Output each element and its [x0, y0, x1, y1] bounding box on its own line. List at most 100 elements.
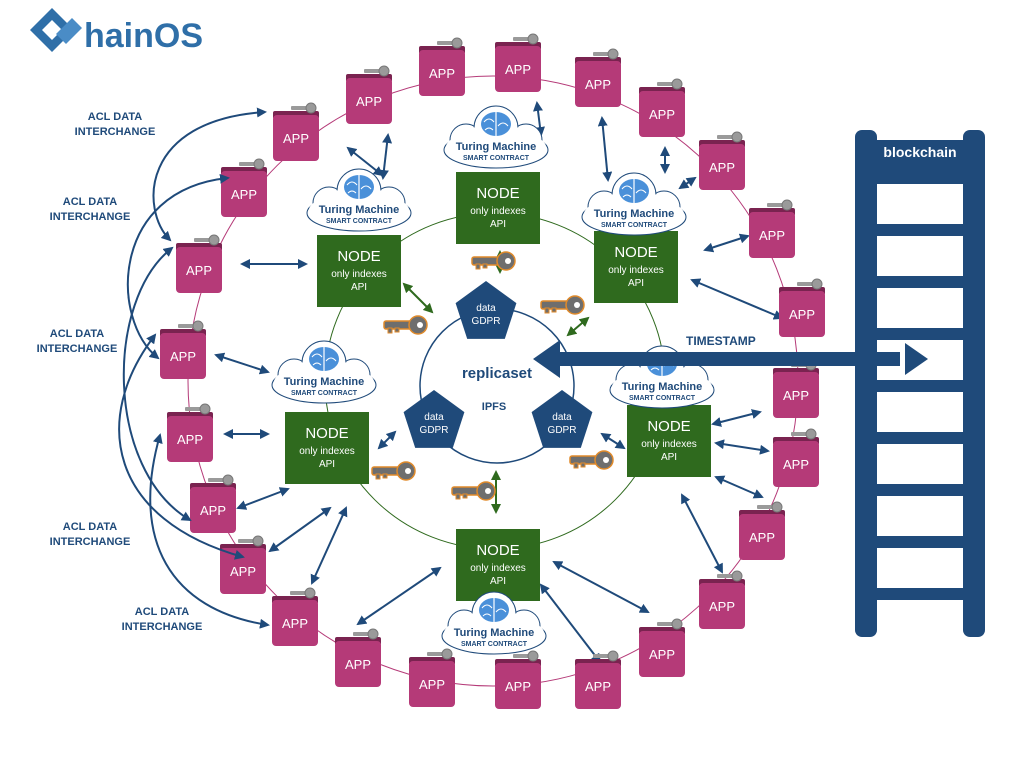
app-tile[interactable]: APP	[409, 648, 455, 707]
node-line1: only indexes	[641, 439, 697, 450]
key-icon	[291, 102, 317, 114]
app-tile[interactable]: APP	[575, 48, 621, 107]
key-icon	[290, 587, 316, 599]
node-line2: API	[490, 219, 506, 230]
connection-arrow	[681, 493, 723, 574]
app-tile[interactable]: APP	[419, 37, 465, 96]
app-tile[interactable]: APP	[220, 535, 266, 594]
node-line1: only indexes	[470, 563, 526, 574]
brain-icon	[619, 179, 649, 203]
app-tile[interactable]: APP	[773, 428, 819, 487]
key-icon	[791, 428, 817, 440]
connection-arrow	[597, 116, 613, 182]
app-tile[interactable]: APP	[272, 587, 318, 646]
turing-subtitle: SMART CONTRACT	[601, 222, 668, 229]
connection-arrow	[539, 583, 602, 664]
key-icon	[383, 315, 428, 335]
app-label: APP	[282, 616, 308, 631]
app-tile[interactable]: APP	[779, 278, 825, 337]
key-icon	[593, 48, 619, 60]
app-label: APP	[419, 677, 445, 692]
timestamp-label: TIMESTAMP	[686, 334, 756, 348]
app-tile[interactable]: APP	[167, 403, 213, 462]
ladder-rung	[877, 276, 963, 288]
app-tile[interactable]: APP	[190, 474, 236, 533]
app-body	[575, 61, 621, 107]
connection-arrow	[711, 409, 762, 427]
ladder-rungs	[877, 172, 963, 600]
app-label: APP	[186, 263, 212, 278]
app-tile[interactable]: APP	[773, 359, 819, 418]
acl-line2: INTERCHANGE	[50, 211, 131, 223]
node-title: NODE	[476, 542, 519, 559]
app-body	[639, 91, 685, 137]
acl-arrow	[149, 433, 270, 629]
key-icon	[569, 450, 614, 470]
app-body	[495, 663, 541, 709]
connection-arrow	[678, 176, 697, 190]
connection-arrow	[703, 233, 750, 253]
app-body	[335, 641, 381, 687]
app-tile[interactable]: APP	[273, 102, 319, 161]
turing-subtitle: SMART CONTRACT	[291, 390, 358, 397]
acl-arrow	[126, 173, 230, 360]
acl-line1: ACL DATA	[63, 521, 117, 533]
app-tile[interactable]: APP	[346, 65, 392, 124]
node-body	[317, 235, 401, 307]
turing-subtitle: SMART CONTRACT	[326, 218, 393, 225]
app-body	[419, 50, 465, 96]
node-line1: only indexes	[608, 265, 664, 276]
acl-label: ACL DATA INTERCHANGE	[75, 111, 156, 138]
acl-line2: INTERCHANGE	[37, 343, 118, 355]
connection-arrow	[346, 146, 384, 177]
app-tile[interactable]: APP	[699, 131, 745, 190]
app-tile[interactable]: APP	[160, 320, 206, 379]
key-icon	[540, 295, 585, 315]
key-icon	[717, 570, 743, 582]
app-tile[interactable]: APP	[639, 618, 685, 677]
app-tile[interactable]: APP	[575, 650, 621, 709]
node-title: NODE	[337, 248, 380, 265]
node-line2: API	[661, 452, 677, 463]
app-label: APP	[709, 599, 735, 614]
app-body	[273, 115, 319, 161]
turing-title: Turing Machine	[284, 376, 364, 388]
app-body	[749, 212, 795, 258]
data-arrow	[566, 316, 590, 337]
connection-arrow	[268, 506, 332, 553]
ladder-rung	[877, 328, 963, 340]
acl-line1: ACL DATA	[88, 111, 142, 123]
app-label: APP	[649, 647, 675, 662]
app-tile[interactable]: APP	[495, 33, 541, 92]
node-body	[627, 405, 711, 477]
app-tile[interactable]: APP	[176, 234, 222, 293]
key-icon	[353, 628, 379, 640]
app-tile[interactable]: APP	[749, 199, 795, 258]
logo-text: hainOS	[84, 17, 203, 55]
app-tile[interactable]: APP	[739, 501, 785, 560]
key-icon	[797, 278, 823, 290]
app-tile[interactable]: APP	[639, 78, 685, 137]
app-tile[interactable]: APP	[699, 570, 745, 629]
app-tile[interactable]: APP	[495, 650, 541, 709]
app-tile[interactable]: APP	[221, 158, 267, 217]
logo-icon	[30, 8, 82, 52]
app-tile[interactable]: APP	[335, 628, 381, 687]
acl-line2: INTERCHANGE	[122, 621, 203, 633]
acl-line2: INTERCHANGE	[75, 126, 156, 138]
app-body	[639, 631, 685, 677]
app-label: APP	[783, 457, 809, 472]
node-line1: only indexes	[470, 206, 526, 217]
